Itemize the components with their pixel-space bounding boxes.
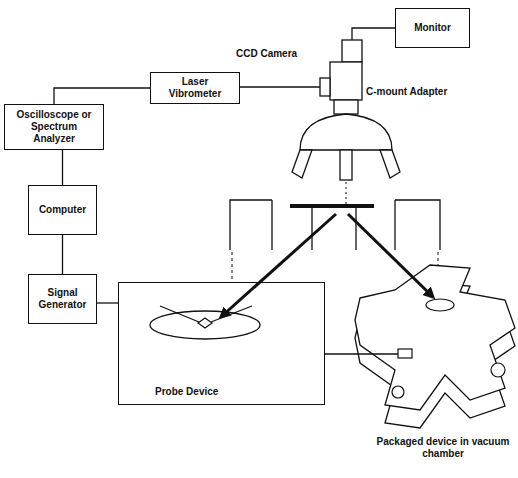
node-text: Probe Device	[155, 386, 218, 398]
connector	[54, 88, 150, 104]
part-label: CCD Camera	[236, 48, 336, 60]
instrument-box: Laser Vibrometer	[150, 72, 240, 104]
chamber-cable	[325, 353, 398, 354]
monitor-cable	[352, 28, 395, 40]
instrument-box: Signal Generator	[28, 274, 97, 324]
connector	[62, 150, 63, 185]
sample-holder	[290, 204, 374, 208]
microscope-tube	[334, 100, 358, 114]
chamber-port	[392, 386, 404, 398]
microscope-body	[300, 114, 392, 150]
node-text: Computer	[39, 204, 86, 216]
node-text: Oscilloscope or Spectrum Analyzer	[9, 109, 99, 145]
connector	[62, 235, 63, 274]
chamber-port	[491, 363, 505, 377]
display-box: Monitor	[395, 8, 470, 48]
process-box: Computer	[28, 185, 97, 235]
view-arrow	[222, 214, 336, 316]
objective-lens	[292, 150, 312, 178]
microscope-stage	[230, 200, 440, 250]
wafer-chuck	[150, 311, 260, 339]
objective-lens	[380, 150, 400, 178]
instrument-box: Oscilloscope or Spectrum Analyzer	[4, 104, 104, 150]
node-text: Monitor	[414, 22, 451, 34]
probe-needle	[160, 306, 252, 322]
node-text: Signal Generator	[33, 287, 92, 311]
part-label: Packaged device in vacuum chamber	[374, 436, 512, 460]
chamber-window	[426, 299, 454, 311]
probe-station-box: Probe Device	[118, 282, 325, 405]
ccd-camera	[342, 40, 362, 62]
vacuum-chamber	[355, 265, 515, 410]
feedthrough	[398, 349, 412, 358]
test-device	[198, 318, 212, 328]
laser-fiber	[240, 86, 320, 87]
laser-beam	[346, 182, 347, 205]
view-arrow	[348, 214, 432, 296]
objective-lens	[340, 150, 352, 180]
node-text: Laser Vibrometer	[155, 76, 235, 100]
part-label: C-mount Adapter	[366, 86, 496, 98]
adapter-port	[320, 78, 330, 96]
c-mount-adapter	[330, 62, 362, 100]
connector	[97, 302, 118, 303]
